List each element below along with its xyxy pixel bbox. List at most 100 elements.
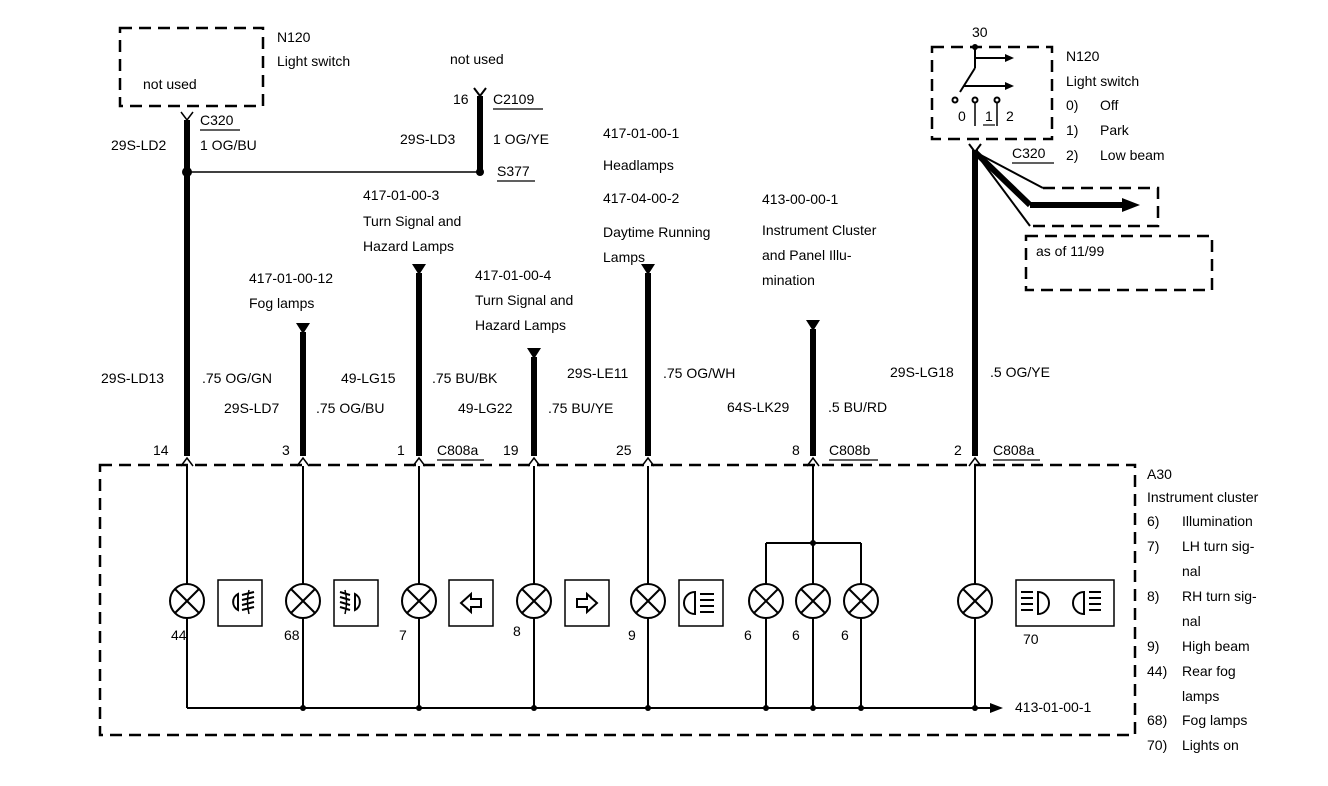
lamp-70 xyxy=(957,583,993,619)
switch-pos-0-label: Off xyxy=(1100,97,1119,113)
lamp-6-b xyxy=(795,583,831,619)
switch-left-name: Light switch xyxy=(277,53,350,69)
wire-ld7-circuit: 29S-LD7 xyxy=(224,400,279,416)
wire-lg15-spec: .75 BU/BK xyxy=(432,370,498,386)
pin-16: 16 xyxy=(453,91,469,107)
ref-drl-line2: Lamps xyxy=(603,249,645,265)
c2109-label: C2109 xyxy=(493,91,534,107)
switch-pos-1-label: Park xyxy=(1100,122,1130,138)
c320-label-left: C320 xyxy=(200,112,234,128)
legend-8-text-2: nal xyxy=(1182,613,1201,629)
lamp-number-6-b: 6 xyxy=(792,627,800,643)
lamp-number-70: 70 xyxy=(1023,631,1039,647)
ref-turn2-line2: Hazard Lamps xyxy=(475,317,566,333)
lamp-7 xyxy=(401,583,437,619)
lamp-68 xyxy=(285,583,321,619)
wire-ld2-circuit: 29S-LD2 xyxy=(111,137,166,153)
ref-cluster-line1: Instrument Cluster xyxy=(762,222,877,238)
ref-head-label: Headlamps xyxy=(603,157,674,173)
pin-8: 8 xyxy=(792,442,800,458)
connector-c808b: C808b xyxy=(829,442,870,458)
lamp-44 xyxy=(169,583,205,619)
pin-19: 19 xyxy=(503,442,519,458)
legend-44-text-2: lamps xyxy=(1182,688,1219,704)
wire-le11-arrow xyxy=(641,264,655,275)
switch-box-left xyxy=(118,26,265,108)
ref-turn1-line1: Turn Signal and xyxy=(363,213,461,229)
ref-drl-line1: Daytime Running xyxy=(603,224,710,240)
legend-70-num: 70) xyxy=(1147,737,1167,753)
ref-head-code: 417-01-00-1 xyxy=(603,125,679,141)
switch-box-right xyxy=(930,45,1054,141)
cluster-name: Instrument cluster xyxy=(1147,489,1259,505)
lamp-number-8: 8 xyxy=(513,623,521,639)
switch-pos-1-num: 1) xyxy=(1066,122,1078,138)
wire-ld3-spec: 1 OG/YE xyxy=(493,131,549,147)
not-used-label-left: not used xyxy=(143,76,197,92)
ref-turn2-code: 417-01-00-4 xyxy=(475,267,551,283)
legend-8-num: 8) xyxy=(1147,588,1159,604)
wire-ld2-spec: 1 OG/BU xyxy=(200,137,257,153)
lamp-number-68: 68 xyxy=(284,627,300,643)
connector-c808a-1: C808a xyxy=(437,442,478,458)
switch-right-code: N120 xyxy=(1066,48,1100,64)
ref-drl-code: 417-04-00-2 xyxy=(603,190,679,206)
pin-25: 25 xyxy=(616,442,632,458)
s377-label: S377 xyxy=(497,163,530,179)
ref-cluster-code: 413-00-00-1 xyxy=(762,191,838,207)
left-turn-arrow-icon xyxy=(448,579,494,627)
fog-lamp-icon xyxy=(333,579,379,627)
ref-cluster-line2: and Panel Illu- xyxy=(762,247,852,263)
lamp-6-c xyxy=(843,583,879,619)
wire-lk29-arrow xyxy=(806,320,820,331)
ref-fog-label: Fog lamps xyxy=(249,295,314,311)
pin-2: 2 xyxy=(954,442,962,458)
connector-c2109-symbol xyxy=(473,87,487,98)
legend-6-text: Illumination xyxy=(1182,513,1253,529)
switch-pos-2-label: Low beam xyxy=(1100,147,1165,163)
ref-turn1-line2: Hazard Lamps xyxy=(363,238,454,254)
pin-1: 1 xyxy=(397,442,405,458)
switch-right-name: Light switch xyxy=(1066,73,1139,89)
switch-pos-0-num: 0) xyxy=(1066,97,1078,113)
legend-44-num: 44) xyxy=(1147,663,1167,679)
wire-lg18-circuit: 29S-LG18 xyxy=(890,364,954,380)
cluster-code: A30 xyxy=(1147,466,1172,482)
connector-c320-left-symbol xyxy=(180,111,194,122)
ref-turn1-code: 417-01-00-3 xyxy=(363,187,439,203)
pin-14: 14 xyxy=(153,442,169,458)
legend-70-text: Lights on xyxy=(1182,737,1239,753)
cluster-connector-row xyxy=(180,456,982,467)
branch-box xyxy=(1030,186,1160,228)
lamp-number-6-c: 6 xyxy=(841,627,849,643)
connector-c320-right-symbol xyxy=(968,143,982,154)
switch-pos-2-num: 2) xyxy=(1066,147,1078,163)
legend-68-num: 68) xyxy=(1147,712,1167,728)
lamp-number-6-a: 6 xyxy=(744,627,752,643)
high-beam-icon xyxy=(678,579,724,627)
wire-ld13-circuit: 29S-LD13 xyxy=(101,370,164,386)
as-of-label: as of 11/99 xyxy=(1036,243,1104,259)
switch-left-code: N120 xyxy=(277,29,311,45)
wire-ld3-circuit: 29S-LD3 xyxy=(400,131,455,147)
legend-9-text: High beam xyxy=(1182,638,1250,654)
wire-le11-circuit: 29S-LE11 xyxy=(567,365,628,381)
wire-lg22-arrow xyxy=(527,348,541,359)
branch-line-b xyxy=(974,151,1044,189)
legend-8-text-1: RH turn sig- xyxy=(1182,588,1257,604)
switch-contacts xyxy=(951,47,1014,126)
lamp-number-9: 9 xyxy=(628,627,636,643)
lamp-6-a xyxy=(748,583,784,619)
lamp-9 xyxy=(630,583,666,619)
as-of-box xyxy=(1024,234,1214,292)
wire-le11-spec: .75 OG/WH xyxy=(663,365,735,381)
ground-arrow xyxy=(990,703,1003,713)
lights-on-icon xyxy=(1015,579,1115,627)
contact-0: 0 xyxy=(958,108,966,124)
wire-lg22-circuit: 49-LG22 xyxy=(458,400,513,416)
wire-lg15-circuit: 49-LG15 xyxy=(341,370,396,386)
wire-ld7-arrow xyxy=(296,323,310,334)
legend-6-num: 6) xyxy=(1147,513,1159,529)
ref-fog-code: 417-01-00-12 xyxy=(249,270,333,286)
